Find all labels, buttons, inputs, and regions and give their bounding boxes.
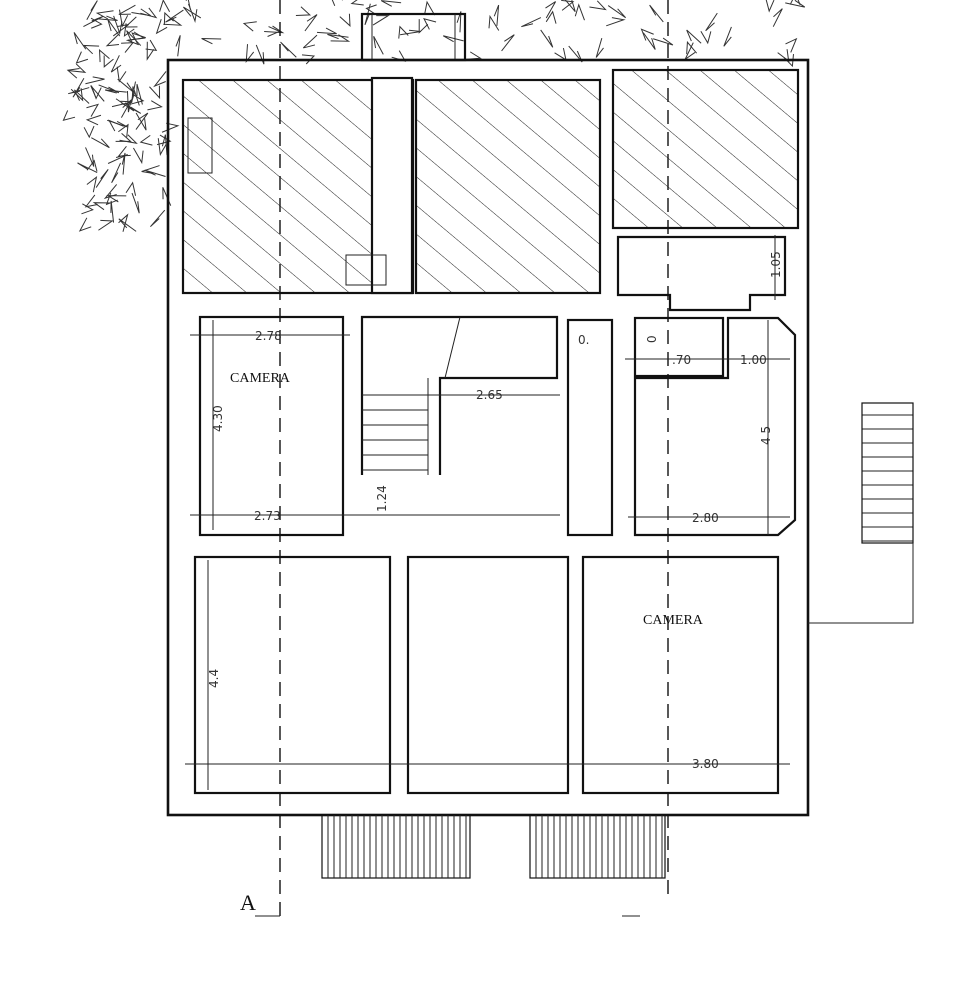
dim-right-gap: 1.00: [740, 353, 767, 367]
dim-right-room-width: 2.80: [692, 511, 719, 525]
dimension-lines: [185, 235, 790, 790]
bottom-rooms: [193, 555, 780, 795]
dim-left-room-height: 4.30: [211, 405, 225, 432]
middle-rooms: [198, 235, 797, 537]
section-marker: A: [240, 890, 256, 915]
dim-passage: 1.24: [375, 485, 389, 512]
dim-small-room-width: .70: [672, 353, 691, 367]
outer-wall: [166, 58, 810, 817]
dim-left-room-bottom: 2.73: [254, 509, 281, 523]
labels: CAMERA CAMERA 2.78 4.30 2.73 1.24 2.65 0…: [207, 251, 783, 917]
dim-small-room-height: 0: [645, 335, 659, 343]
dim-left-room-top: 2.78: [255, 329, 282, 343]
axis-lines: [279, 0, 669, 920]
dim-right-room-height: 4 5: [759, 426, 773, 445]
room-label-camera-left: CAMERA: [230, 371, 291, 386]
vegetation: [62, 0, 806, 232]
room-label-camera-right: CAMERA: [643, 613, 704, 628]
dim-corridor: 0.: [578, 333, 589, 347]
exterior-steps: [321, 402, 914, 879]
hatched-rooms: [181, 68, 800, 295]
dim-bottom-left-height: 4.4: [207, 669, 221, 688]
dim-top-right-height: 1.05: [769, 251, 783, 278]
